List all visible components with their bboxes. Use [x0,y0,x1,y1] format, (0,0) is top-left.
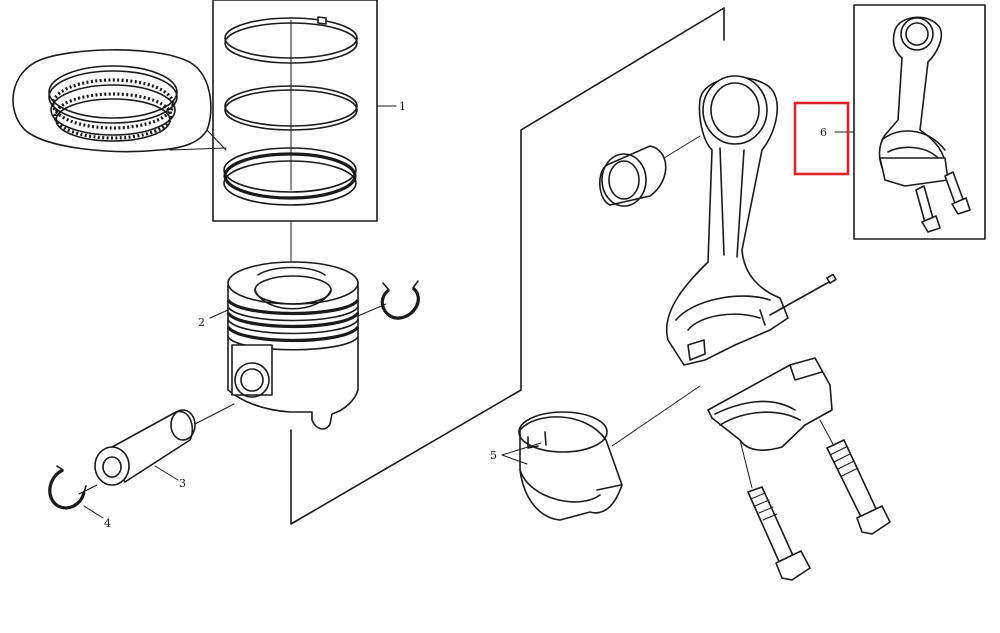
callout-4: 4 [104,517,111,530]
piston-pin: 3 [94,403,235,490]
rod-assembly-inset: 6 [820,4,986,240]
callout-3: 3 [179,477,186,490]
rod-bearing-shell: 5 [490,385,701,521]
connecting-rod [599,75,837,366]
assembly-bracket [290,7,725,525]
piston-rings-group: 1 [212,0,406,222]
callout-5: 5 [490,449,497,462]
callout-2: 2 [198,316,205,329]
circlip-right [357,280,420,320]
callout-1: 1 [399,100,406,113]
circlip-left: 4 [48,465,111,530]
rod-cap-and-bolts [707,357,891,581]
callout-6-highlight-box [793,101,850,176]
rings-frame [212,0,378,222]
oil-control-ring [223,147,357,206]
inset-frame [853,4,986,240]
piston: 2 [198,261,360,430]
callout-6: 6 [820,126,827,139]
oil-ring-detail-balloon [12,49,227,153]
small-end-bushing [599,135,701,207]
